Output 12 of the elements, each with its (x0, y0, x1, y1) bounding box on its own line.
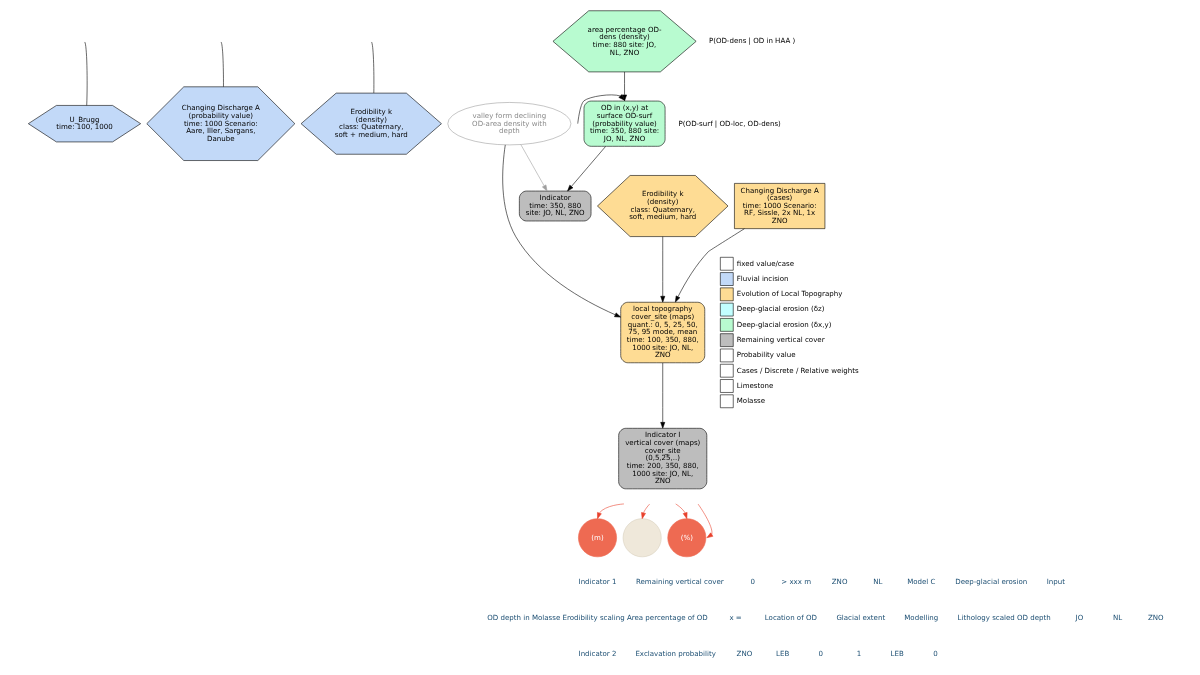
arrow (502, 144, 621, 318)
arrow (520, 144, 548, 192)
node-circle (622, 518, 662, 558)
arrow (641, 503, 650, 519)
arrow (660, 362, 666, 429)
arrow (567, 146, 606, 192)
arrow (597, 503, 625, 519)
arrow (697, 503, 714, 539)
arrow (660, 236, 666, 303)
arrow (577, 94, 627, 124)
arrow (618, 71, 627, 102)
arrow (675, 503, 688, 519)
